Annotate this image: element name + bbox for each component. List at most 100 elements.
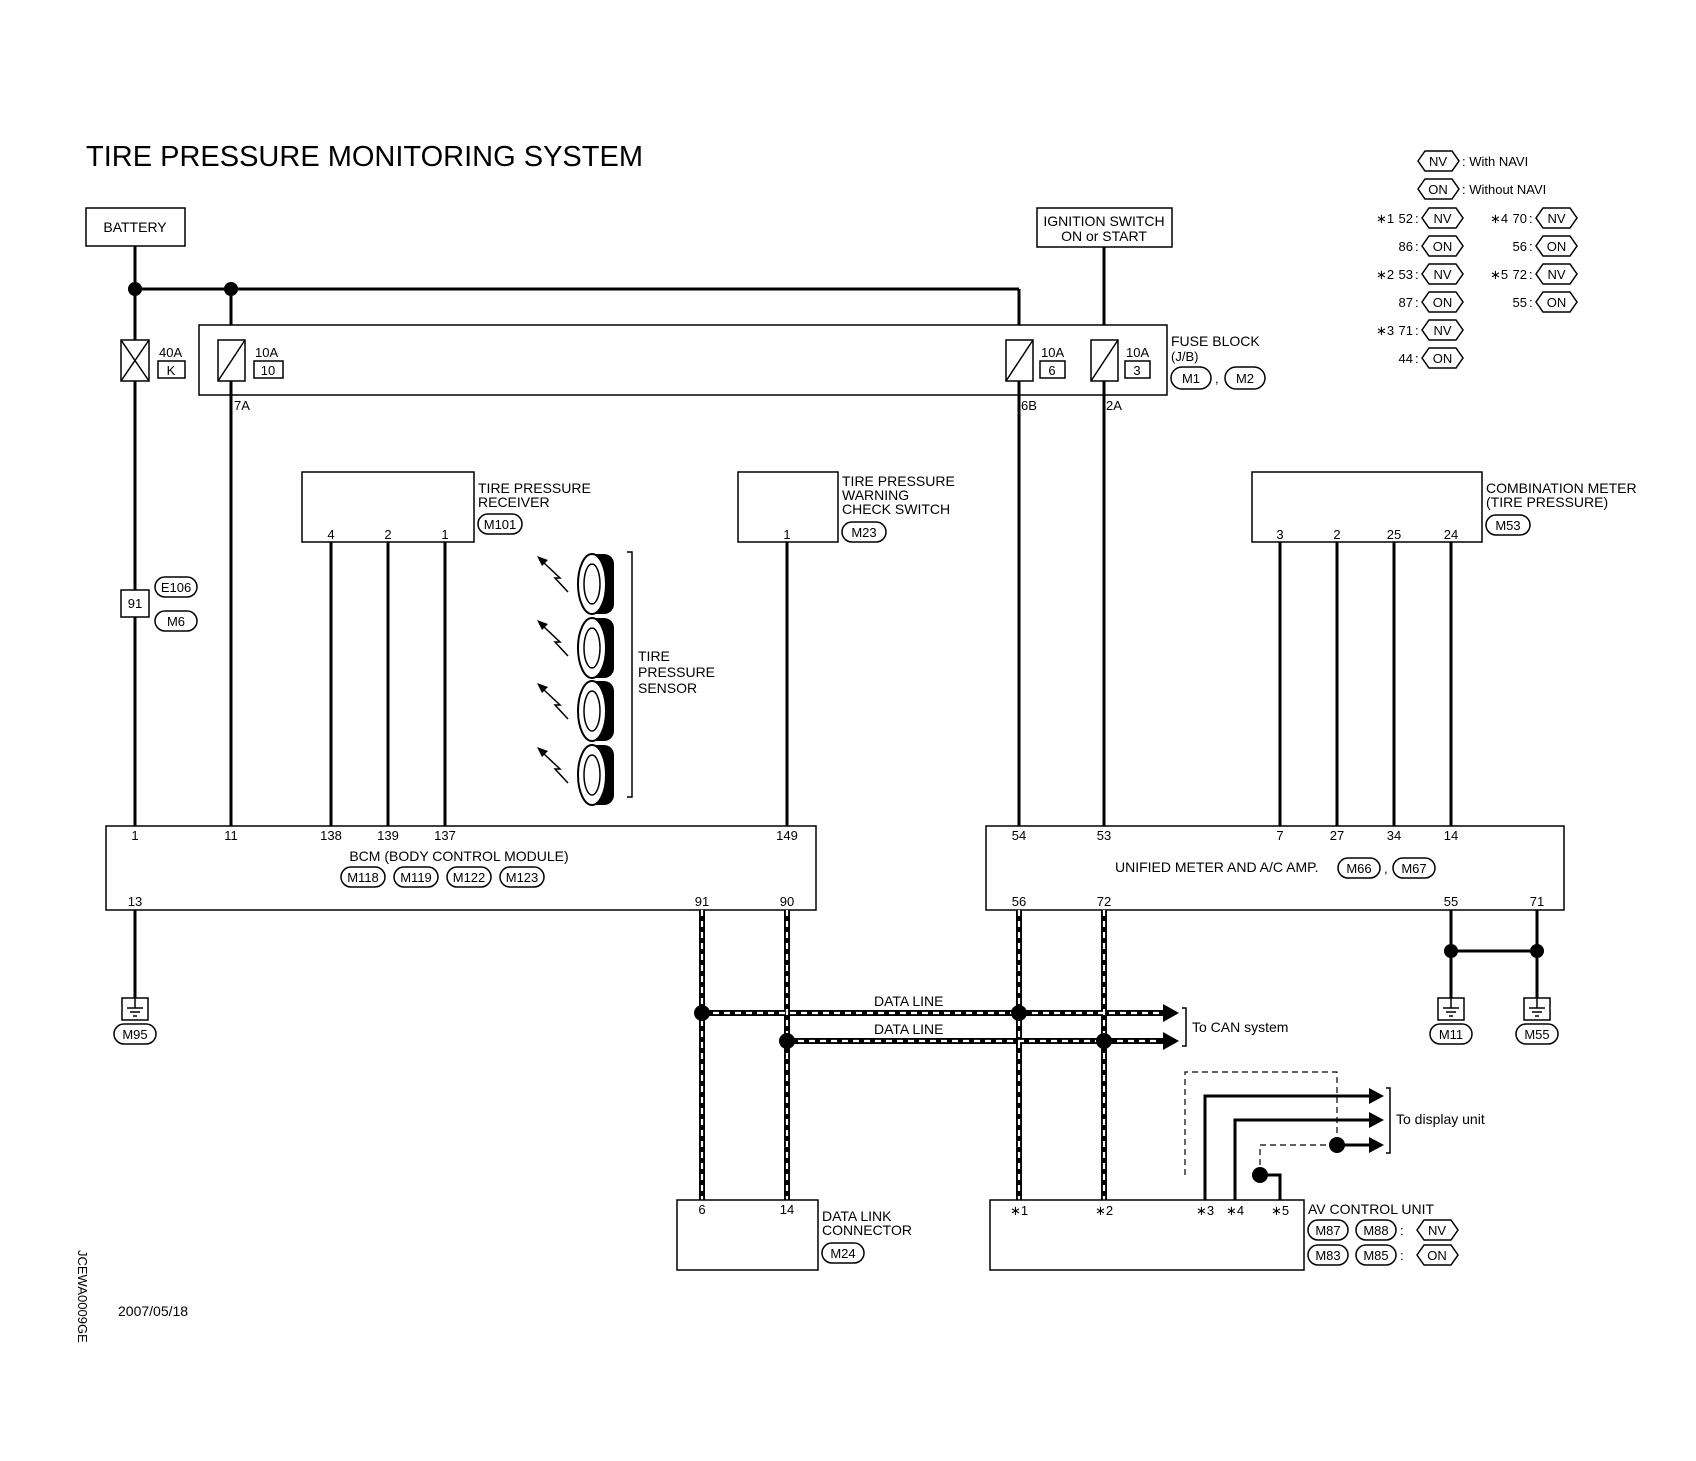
- warning-check-switch: 1 TIRE PRESSURE WARNING CHECK SWITCH M23: [737, 471, 955, 543]
- legend-text: : Without NAVI: [1462, 182, 1546, 197]
- pin-label: 34: [1387, 828, 1401, 843]
- variant-tag-label: NV: [1547, 267, 1565, 282]
- pin-label: 139: [377, 828, 399, 843]
- variant-tag-label: ON: [1427, 1248, 1447, 1263]
- connector-tag: [821, 1242, 865, 1264]
- pin-label: 137: [434, 828, 456, 843]
- pin-label: 6: [698, 1202, 705, 1217]
- to-display-label: To display unit: [1396, 1111, 1485, 1127]
- fuse-block-label: FUSE BLOCK: [1171, 333, 1260, 349]
- ignition-switch-box: IGNITION SWITCH ON or START: [1036, 207, 1173, 248]
- variant-tag: [1416, 1244, 1459, 1266]
- variant-tag-label: ON: [1547, 239, 1567, 254]
- connector-tag: [1429, 1023, 1473, 1045]
- unified-meter-ac-amp: 54 53 7 27 34 14 UNIFIED METER AND A/C A…: [985, 825, 1565, 911]
- junction-dot: [1530, 944, 1544, 958]
- ground-label: M11: [1439, 1027, 1463, 1042]
- connector-tag: [1355, 1219, 1397, 1241]
- power-wires: [133, 381, 1106, 826]
- ground-m11-m55: M11 M55: [1429, 910, 1559, 1045]
- display-unit-lines: To display unit: [1184, 1071, 1485, 1200]
- ground-label: M95: [122, 1027, 147, 1042]
- legend-colon: :: [1529, 239, 1533, 254]
- connector-tag: [1355, 1244, 1397, 1266]
- legend-colon: :: [1529, 295, 1533, 310]
- fuse-pin: 6B: [1021, 398, 1037, 413]
- receiver-wires: [329, 542, 447, 826]
- legend-pin: 55: [1513, 295, 1527, 310]
- sensor-label: PRESSURE: [638, 664, 715, 680]
- drawing-code: JCEWA0009GE: [75, 1250, 90, 1343]
- connector-tag: [1307, 1219, 1349, 1241]
- legend-text: : With NAVI: [1462, 154, 1528, 169]
- connector-tag: [477, 513, 523, 535]
- harness-connector: 91 E106 M6: [120, 576, 198, 632]
- component-label: TIRE PRESSURE: [478, 480, 591, 496]
- pin-label: 138: [320, 828, 342, 843]
- combination-meter: 3 2 25 24 COMBINATION METER (TIRE PRESSU…: [1251, 471, 1637, 543]
- tire-icon: [577, 553, 614, 615]
- connector-label: M119: [400, 870, 432, 885]
- fuse-pin: 7A: [234, 398, 250, 413]
- separator: :: [1400, 1248, 1404, 1263]
- pin-label: ∗2: [1095, 1203, 1113, 1218]
- connector-label: M85: [1363, 1248, 1388, 1263]
- junction-dot: [224, 282, 238, 296]
- fuse-amp: 10A: [1126, 345, 1149, 360]
- fusible-link: 40A K: [120, 339, 186, 382]
- connector-tag: [154, 610, 198, 632]
- pin-label: 2: [384, 527, 391, 542]
- legend-colon: :: [1415, 323, 1419, 338]
- legend-colon: :: [1415, 295, 1419, 310]
- pin-label: 11: [224, 828, 238, 843]
- connector-tag: [841, 521, 887, 543]
- fuse-num-box: [253, 360, 284, 379]
- pin-label: ∗5: [1271, 1203, 1289, 1218]
- junction-dot: [128, 282, 142, 296]
- connector-label: M101: [484, 517, 517, 532]
- junction-dot: [1011, 1005, 1027, 1021]
- connector-label: M123: [506, 870, 539, 885]
- legend-pin: 56: [1513, 239, 1527, 254]
- legend-pin: 70: [1513, 211, 1527, 226]
- legend-star: ∗5: [1490, 267, 1508, 282]
- connector-tag: [1515, 1023, 1559, 1045]
- ground-m95: M95: [113, 910, 157, 1045]
- connector-label: M6: [167, 614, 185, 629]
- pin-label: 90: [780, 894, 794, 909]
- pin-label: ∗1: [1010, 1203, 1028, 1218]
- pin-label: 25: [1387, 527, 1401, 542]
- variant-tag: [1421, 235, 1464, 257]
- legend-star: ∗3: [1376, 323, 1394, 338]
- fusible-link-letter: K: [167, 363, 176, 378]
- pin-label: 55: [1444, 894, 1458, 909]
- legend-star: ∗4: [1490, 211, 1508, 226]
- variant-tag-label: ON: [1433, 351, 1453, 366]
- connector-tag: [499, 866, 545, 888]
- fuse-10: 10A 10 7A: [217, 339, 284, 413]
- connector-tag: [154, 576, 198, 598]
- pin-label: 54: [1012, 828, 1026, 843]
- fuse-block-jb-label: (J/B): [1171, 349, 1198, 364]
- pin-label: 1: [131, 828, 138, 843]
- combination-meter-wires: [1278, 542, 1453, 826]
- connector-label: M83: [1315, 1248, 1340, 1263]
- variant-tag: [1535, 235, 1578, 257]
- bcm-label: BCM (BODY CONTROL MODULE): [349, 848, 568, 864]
- data-link-connector: 6 14 DATA LINK CONNECTOR M24: [676, 1199, 912, 1271]
- fuse-num: 3: [1133, 363, 1140, 378]
- variant-tag: [1421, 319, 1464, 341]
- wireless-signal-icon: [537, 556, 569, 593]
- bcm-module: 1 11 138 139 137 149 BCM (BODY CONTROL M…: [105, 825, 817, 911]
- legend-star: ∗1: [1376, 211, 1394, 226]
- connector-tag: [1307, 1244, 1349, 1266]
- connector-label: M67: [1401, 861, 1426, 876]
- pin-label: 14: [780, 1202, 794, 1217]
- wireless-signal-icon: [537, 747, 569, 784]
- legend: NV : With NAVI ON : Without NAVI: [1417, 150, 1546, 200]
- junction-dot: [779, 1033, 795, 1049]
- legend-pin: 44: [1399, 351, 1413, 366]
- legend-colon: :: [1529, 267, 1533, 282]
- pin-label: 1: [783, 527, 790, 542]
- connector-label: M53: [1495, 518, 1520, 533]
